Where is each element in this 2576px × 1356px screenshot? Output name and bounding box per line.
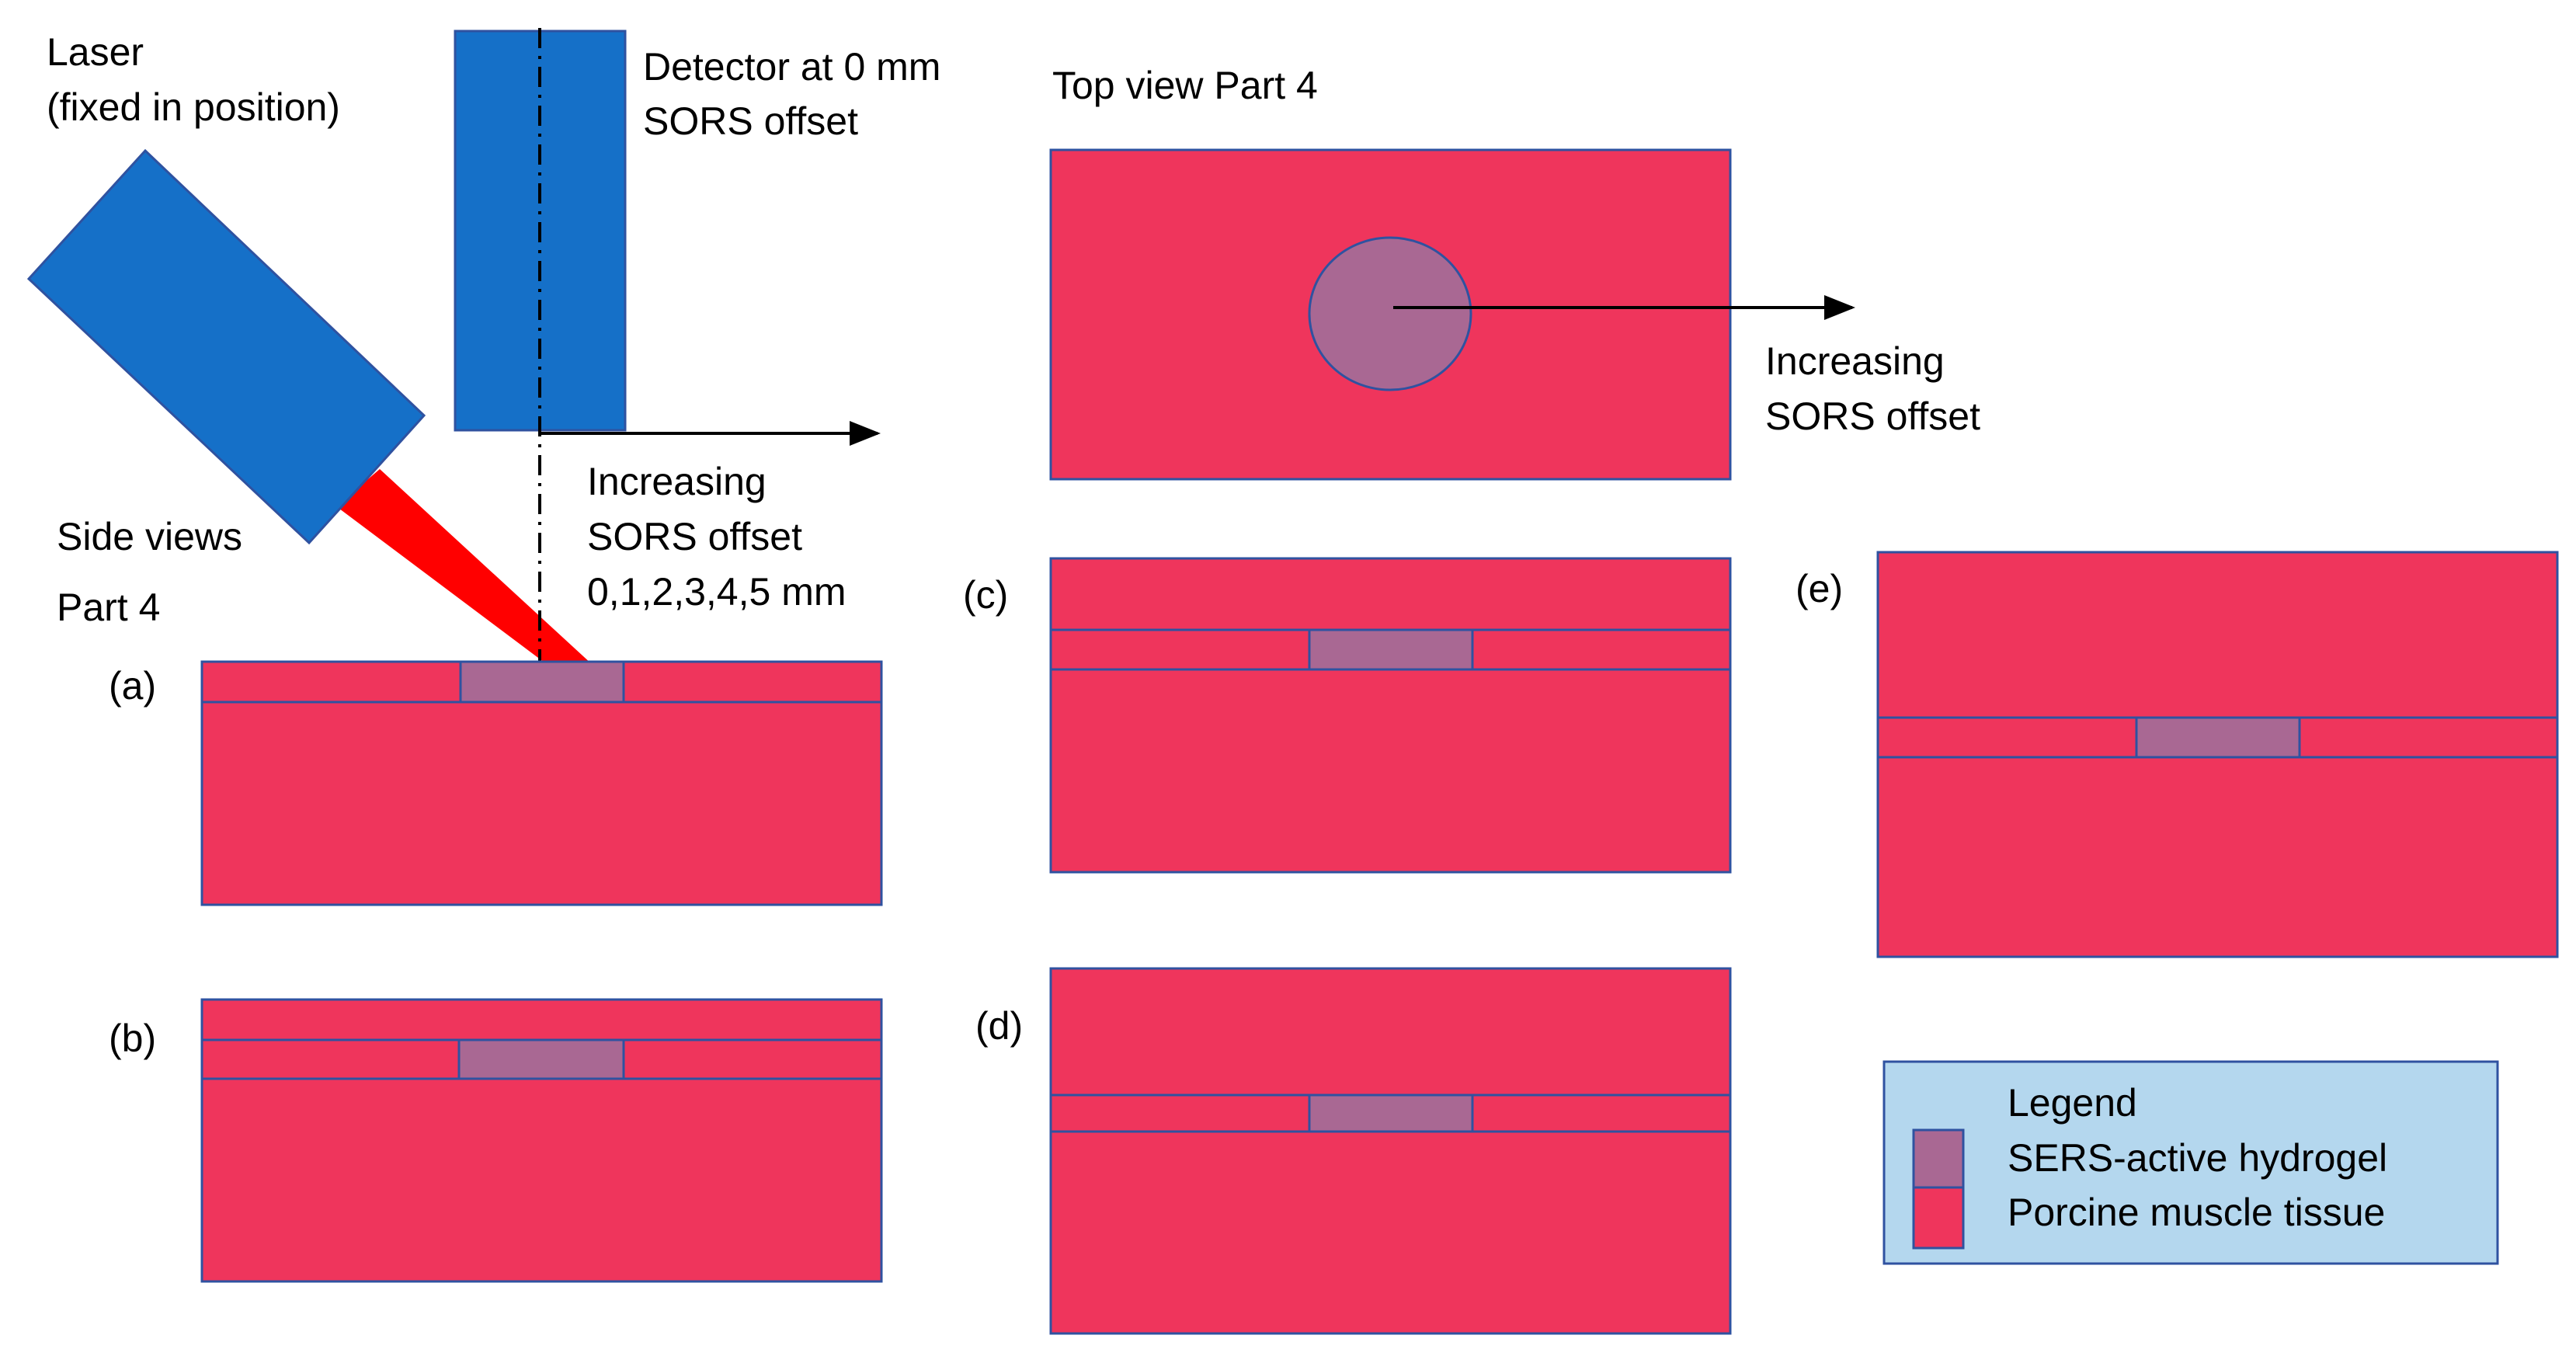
hydrogel <box>1308 628 1474 671</box>
legend-swatch-hydrogel <box>1912 1128 1965 1189</box>
hydrogel <box>2135 716 2301 759</box>
detector-label-offset: SORS offset <box>643 99 858 143</box>
side-view-e <box>1876 551 2559 958</box>
panel-label-c: (c) <box>963 573 1008 617</box>
panel-label-a: (a) <box>109 664 156 708</box>
legend: Legend SERS-active hydrogel Porcine musc… <box>1882 1060 2499 1265</box>
top-offset-label: Increasing <box>1765 339 1945 383</box>
panel-label-b: (b) <box>109 1017 156 1060</box>
hydrogel <box>457 1038 625 1080</box>
laser-device <box>26 148 426 545</box>
side-views-title: Side views <box>57 515 242 558</box>
top-view-hydrogel <box>1308 236 1472 391</box>
side-view-d <box>1049 967 1732 1335</box>
panel-label-d: (d) <box>975 1004 1023 1048</box>
tissue-top-layer <box>1049 967 1732 1097</box>
legend-item-tissue: Porcine muscle tissue <box>2008 1191 2385 1234</box>
top-view-title: Top view Part 4 <box>1052 64 1318 107</box>
side-view-a <box>200 660 883 906</box>
tissue-base <box>1049 668 1732 874</box>
legend-box <box>1882 1060 2499 1265</box>
hydrogel <box>459 660 625 704</box>
legend-swatch-tissue <box>1912 1186 1965 1250</box>
tissue-top-layer <box>200 998 883 1041</box>
panel-label-e: (e) <box>1796 567 1843 610</box>
side-views-part: Part 4 <box>57 586 160 629</box>
side-offset-values: 0,1,2,3,4,5 mm <box>587 570 846 614</box>
tissue-base <box>1049 1130 1732 1335</box>
side-view-b <box>200 998 883 1283</box>
legend-item-hydrogel: SERS-active hydrogel <box>2008 1136 2387 1180</box>
top-offset-label-2: SORS offset <box>1765 395 1980 438</box>
side-offset-label: Increasing <box>587 460 767 503</box>
tissue-base <box>200 1077 883 1283</box>
laser-label: Laser <box>47 30 144 74</box>
tissue-top-layer <box>1049 557 1732 631</box>
side-view-c <box>1049 557 1732 874</box>
detector-label: Detector at 0 mm <box>643 45 940 89</box>
tissue-base <box>1876 756 2559 958</box>
legend-title: Legend <box>2008 1081 2137 1125</box>
hydrogel <box>1308 1093 1474 1133</box>
tissue-base <box>200 701 883 906</box>
laser-beam <box>336 469 593 665</box>
top-view <box>1049 148 1855 481</box>
laser-label-note: (fixed in position) <box>47 85 340 129</box>
tissue-top-layer <box>1876 551 2559 719</box>
side-offset-label-2: SORS offset <box>587 515 802 558</box>
